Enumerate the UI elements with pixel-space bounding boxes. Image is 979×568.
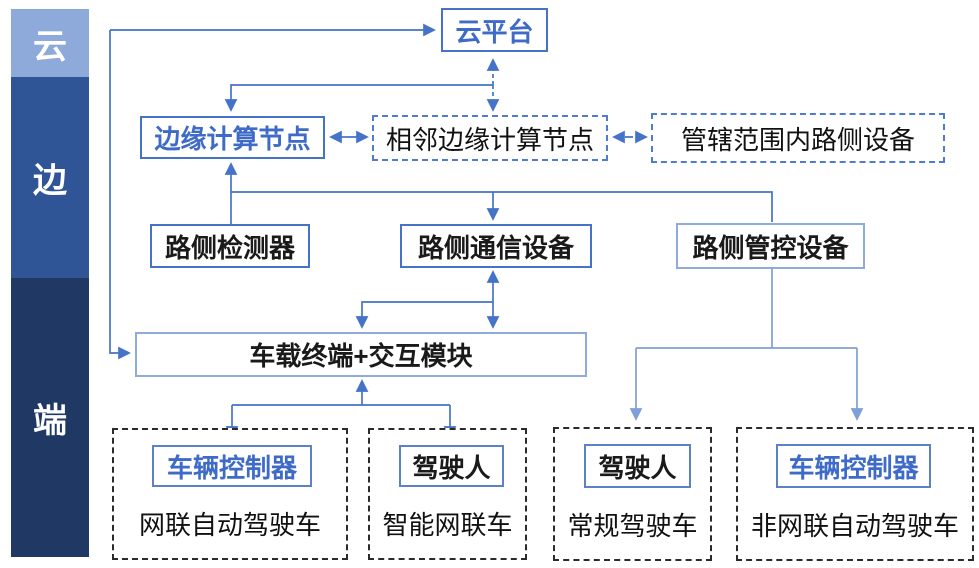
- node-adjacent-edge-label: 相邻边缘计算节点: [385, 125, 594, 155]
- group-intelligent-connected-vehicle-label: 智能网联车: [382, 511, 513, 540]
- group-non-connected-automated-vehicle-label: 非网联自动驾驶车: [750, 512, 959, 541]
- group-connected-automated-vehicle: 车辆控制器 网联自动驾驶车: [112, 428, 348, 560]
- group-non-connected-automated-vehicle: 车辆控制器 非网联自动驾驶车: [736, 427, 974, 561]
- sidebar-segment-cloud: 云: [11, 9, 89, 77]
- sidebar-label-cloud: 云: [33, 27, 67, 66]
- node-roadside-detector: 路侧检测器: [150, 224, 310, 268]
- group-conventional-vehicle: 驾驶人 常规驾驶车: [553, 427, 712, 561]
- sidebar-label-end: 端: [33, 402, 67, 440]
- node-onboard-terminal: 车载终端+交互模块: [135, 332, 587, 377]
- node-edge-compute: 边缘计算节点: [140, 116, 325, 159]
- node-vehicle-controller-1-label: 车辆控制器: [166, 452, 297, 483]
- line-junction-to-edge-node: [224, 84, 493, 112]
- node-vehicle-controller-2-label: 车辆控制器: [788, 452, 919, 483]
- trunk-edge-to-control: [231, 191, 773, 222]
- node-driver-2-label: 驾驶人: [598, 452, 677, 483]
- sidebar-segment-end: 端: [11, 278, 89, 557]
- group-conventional-vehicle-label: 常规驾驶车: [567, 512, 698, 541]
- node-cloud-platform: 云平台: [441, 8, 548, 52]
- node-roadside-detector-label: 路侧检测器: [164, 232, 295, 263]
- node-driver-1-label: 驾驶人: [412, 452, 491, 483]
- node-vehicle-controller-1: 车辆控制器: [152, 445, 312, 487]
- node-driver-2: 驾驶人: [584, 444, 691, 488]
- sidebar-label-edge: 边: [33, 162, 67, 200]
- node-onboard-terminal-label: 车载终端+交互模块: [249, 341, 473, 371]
- node-jurisdiction-roadside-label: 管辖范围内路侧设备: [680, 125, 915, 155]
- arrow-comm-to-terminal-left: [355, 301, 493, 329]
- node-vehicle-controller-2: 车辆控制器: [776, 444, 931, 488]
- sidebar-segment-edge: 边: [11, 77, 89, 278]
- node-edge-compute-label: 边缘计算节点: [154, 124, 311, 154]
- group-intelligent-connected-vehicle: 驾驶人 智能网联车: [368, 428, 527, 560]
- node-roadside-comm-label: 路侧通信设备: [417, 232, 574, 263]
- node-driver-1: 驾驶人: [399, 445, 504, 487]
- line-left-to-terminal: [109, 30, 131, 360]
- node-roadside-control: 路侧管控设备: [676, 223, 865, 269]
- node-adjacent-edge: 相邻边缘计算节点: [372, 115, 608, 161]
- node-cloud-platform-label: 云平台: [455, 16, 534, 47]
- node-jurisdiction-roadside: 管辖范围内路侧设备: [651, 113, 945, 163]
- node-roadside-control-label: 路侧管控设备: [692, 232, 849, 263]
- group-connected-automated-vehicle-label: 网联自动驾驶车: [138, 511, 321, 540]
- node-roadside-comm: 路侧通信设备: [400, 224, 592, 268]
